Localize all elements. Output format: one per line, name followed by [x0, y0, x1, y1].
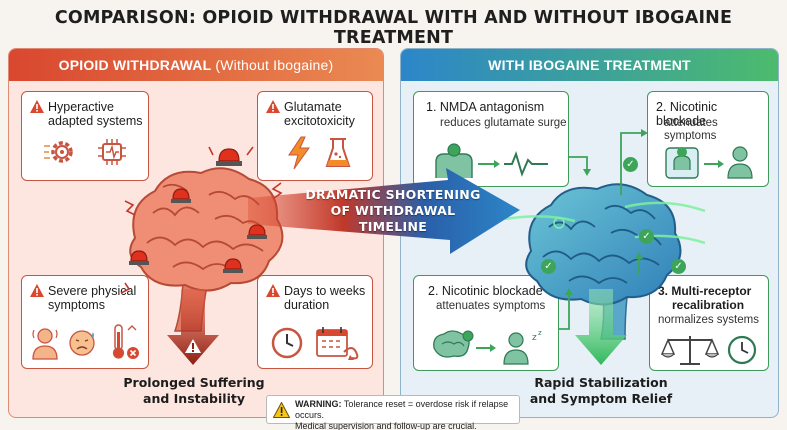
transition-arrow-icon	[248, 168, 520, 254]
clock-icon	[271, 327, 303, 359]
warning-triangle-icon	[30, 284, 44, 297]
hyperactive-systems-box: Hyperactive adapted systems	[21, 91, 149, 181]
timeline-banner: DRAMATIC SHORTENING OF WITHDRAWAL TIMELI…	[297, 187, 489, 235]
nicotinic-top-subtitle: attenuates symptoms	[664, 117, 718, 142]
sweating-face-icon	[69, 330, 95, 356]
receptor-block-icon	[435, 143, 548, 178]
warning-line1: WARNING: Tolerance reset = overdose risk…	[295, 399, 515, 421]
warning-text1: Tolerance reset = overdose risk if relap…	[295, 399, 509, 420]
stress-lines-icon	[120, 146, 283, 294]
calendar-icon	[316, 327, 359, 360]
circuit-chip-icon	[98, 139, 126, 165]
lightning-bolt-icon	[288, 136, 310, 170]
glutamate-label: Glutamate excitotoxicity	[284, 100, 355, 128]
nicotinic-receptor-icon	[665, 146, 753, 179]
left-header-sub: (Without Ibogaine)	[215, 57, 334, 73]
banner-line1: DRAMATIC SHORTENING	[305, 187, 481, 202]
balance-scale-icon	[660, 335, 757, 365]
multi-receptor-subtitle: normalizes systems	[658, 314, 759, 326]
nicotinic-top-title: 2. Nicotinic blockade	[656, 100, 718, 128]
warning-box: WARNING: Tolerance reset = overdose risk…	[266, 395, 520, 430]
glutamate-box: Glutamate excitotoxicity	[257, 91, 373, 181]
nmda-subtitle: reduces glutamate surge	[440, 117, 567, 129]
physical-symptoms-label: Severe physical symptoms	[48, 284, 137, 312]
page-title: COMPARISON: OPIOID WITHDRAWAL WITH AND W…	[54, 8, 733, 48]
warning-triangle-icon	[266, 100, 280, 113]
nmda-title: 1. NMDA antagonism	[426, 100, 545, 114]
multi-receptor-title-line2: recalibration	[672, 298, 745, 312]
down-arrow-red-icon	[167, 289, 219, 365]
duration-box: Days to weeks duration	[257, 275, 373, 369]
alarm-light-icon	[129, 250, 149, 265]
down-arrow-green-icon	[575, 289, 627, 365]
left-panel: OPIOID WITHDRAWAL (Without Ibogaine) Hyp…	[8, 48, 384, 418]
nicotinic-bottom-box: 2. Nicotinic blockade attenuates symptom…	[413, 275, 559, 371]
right-outcome-line2: and Symptom Relief	[529, 391, 673, 406]
gear-icon	[44, 141, 73, 163]
multi-receptor-box: 3. Multi-receptor recalibration normaliz…	[649, 275, 769, 371]
svg-text:z: z	[532, 333, 537, 343]
alarm-light-icon	[247, 224, 267, 239]
left-panel-header: OPIOID WITHDRAWAL (Without Ibogaine)	[9, 49, 383, 81]
warning-text2: Medical supervision and follow-up are cr…	[295, 421, 477, 430]
warning-triangle-icon	[273, 402, 290, 418]
left-outcome-text: Prolonged Suffering and Instability	[119, 375, 269, 407]
check-icon: ✓	[623, 157, 638, 172]
left-outcome-line1: Prolonged Suffering	[123, 375, 265, 390]
right-outcome-line1: Rapid Stabilization	[534, 375, 668, 390]
connector-arrows	[559, 129, 648, 330]
nicotinic-bottom-title: 2. Nicotinic blockade	[428, 284, 543, 298]
warning-triangle-icon	[30, 100, 44, 113]
beaker-icon	[325, 138, 351, 167]
right-outcome-text: Rapid Stabilization and Symptom Relief	[525, 375, 677, 407]
multi-receptor-title: 3. Multi-receptor recalibration	[658, 284, 768, 312]
nicotinic-top-box: 2. Nicotinic blockade attenuates symptom…	[647, 91, 769, 187]
hyperactive-systems-label: Hyperactive adapted systems	[48, 100, 143, 128]
duration-label: Days to weeks duration	[284, 284, 366, 312]
left-header-main: OPIOID WITHDRAWAL	[58, 57, 212, 73]
left-outcome-line2: and Instability	[143, 391, 245, 406]
alarm-light-icon	[216, 148, 242, 166]
alarm-light-icon	[171, 188, 191, 203]
banner-line2: OF WITHDRAWAL TIMELINE	[330, 203, 456, 234]
alarm-light-icon	[223, 258, 243, 273]
sick-person-icon	[32, 328, 58, 360]
thermometer-icon	[112, 324, 139, 359]
nicotinic-bottom-subtitle: attenuates symptoms	[436, 300, 546, 312]
relaxed-person-icon: z z	[433, 329, 542, 365]
check-icon: ✓	[541, 259, 556, 274]
nmda-box: 1. NMDA antagonism reduces glutamate sur…	[413, 91, 569, 187]
right-panel: WITH IBOGAINE TREATMENT 1. NMDA antagoni…	[400, 48, 779, 418]
warning-label: WARNING:	[295, 399, 342, 409]
multi-receptor-title-line1: 3. Multi-receptor	[658, 284, 752, 298]
svg-text:z: z	[538, 329, 542, 337]
stressed-brain-illustration	[120, 146, 284, 332]
check-icon: ✓	[639, 229, 654, 244]
check-icon: ✓	[671, 259, 686, 274]
warning-triangle-icon	[266, 284, 280, 297]
right-panel-header: WITH IBOGAINE TREATMENT	[401, 49, 778, 81]
physical-symptoms-box: Severe physical symptoms	[21, 275, 149, 369]
